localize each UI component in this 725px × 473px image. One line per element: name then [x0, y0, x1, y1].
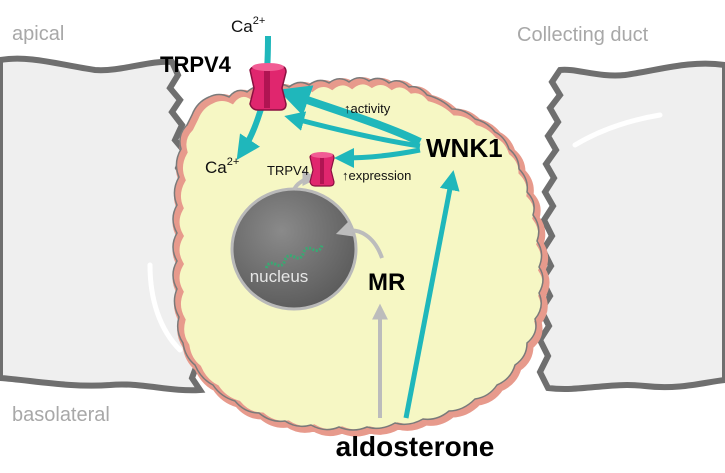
calcium-bottom-label: Ca2+	[205, 156, 239, 177]
arrow-wnk1-to-trpv4-apical	[284, 111, 421, 149]
apical-label: apical	[12, 23, 64, 45]
right-neighbor-highlight	[572, 112, 663, 148]
right-neighbor-cell	[536, 60, 725, 392]
calcium-bottom-charge: 2+	[227, 156, 240, 168]
calcium-top-symbol: Ca	[231, 17, 253, 36]
activity-label: ↑activity	[344, 101, 391, 116]
trpv4-small-label: TRPV4	[267, 163, 309, 178]
dna-strand-icon	[264, 245, 324, 269]
arrow-nucleus-to-trpv4	[292, 170, 319, 191]
wnk1-label: WNK1	[426, 133, 503, 163]
trpv4-channel-cytoplasm-icon	[309, 152, 335, 187]
nucleus-label: nucleus	[250, 267, 309, 286]
trpv4-main-label: TRPV4	[160, 52, 232, 77]
calcium-top-label: Ca2+	[231, 15, 265, 36]
basolateral-label: basolateral	[12, 404, 110, 426]
calcium-top-charge: 2+	[253, 15, 266, 27]
mr-label: MR	[368, 269, 405, 296]
nucleus: nucleus	[230, 187, 358, 311]
calcium-bottom-symbol: Ca	[205, 158, 227, 177]
arrow-calcium-influx	[236, 35, 271, 160]
arrow-wnk1-to-trpv4-activity	[277, 85, 422, 146]
aldosterone-label: aldosterone	[336, 431, 495, 462]
cell-outer-outline	[172, 77, 544, 431]
collecting-duct-cell	[172, 77, 550, 437]
trpv4-channel-apical-icon	[249, 63, 287, 111]
arrow-aldosterone-to-wnk1	[403, 170, 460, 419]
left-neighbor-highlight	[147, 262, 183, 353]
arrow-wnk1-to-trpv4-expression	[334, 147, 421, 168]
expression-label: ↑expression	[342, 168, 411, 183]
collecting-duct-label: Collecting duct	[517, 24, 649, 46]
arrow-mr-to-nucleus	[335, 221, 384, 259]
